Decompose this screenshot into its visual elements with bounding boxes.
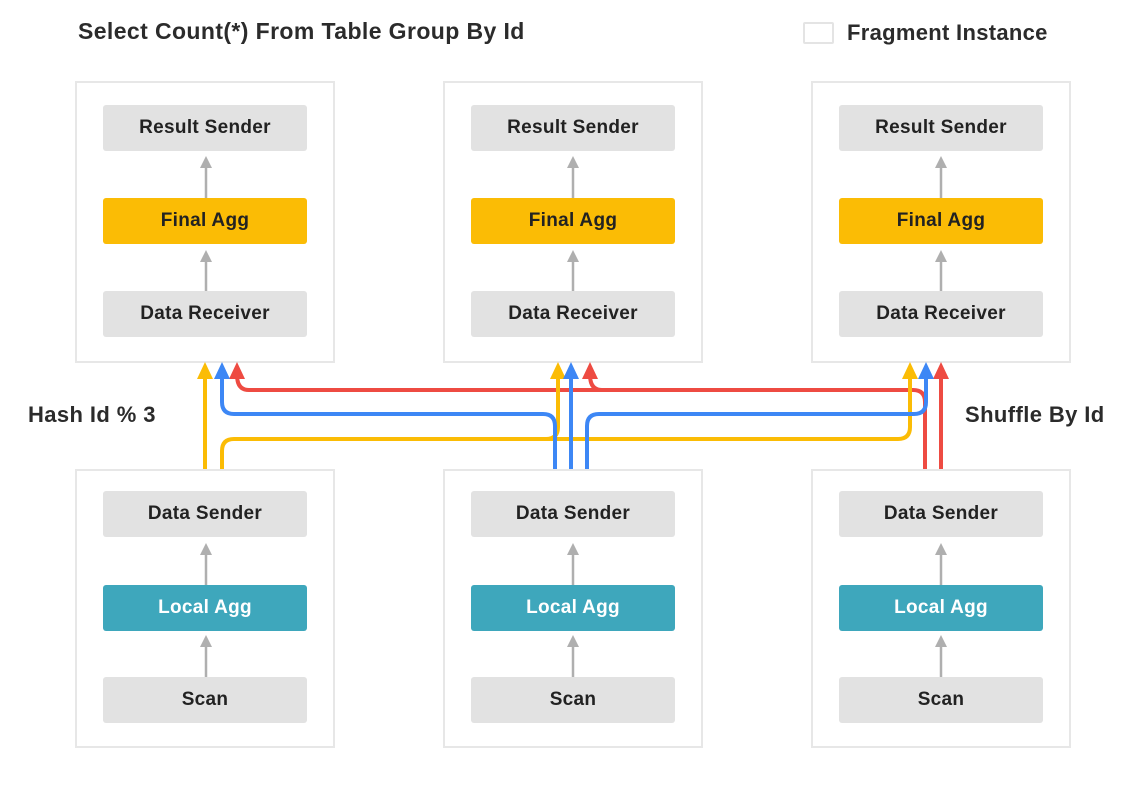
fragment-instance-top-1: Result Sender Final Agg Data Receiver [75, 81, 335, 363]
legend-label: Fragment Instance [847, 20, 1048, 45]
node-result-sender: Result Sender [103, 105, 307, 151]
fragment-instance-top-3: Result Sender Final Agg Data Receiver [811, 81, 1071, 363]
node-data-sender: Data Sender [839, 491, 1043, 537]
fragment-instance-bottom-3: Data Sender Local Agg Scan [811, 469, 1071, 748]
legend: Fragment Instance [803, 20, 1048, 46]
node-data-sender: Data Sender [103, 491, 307, 537]
node-scan: Scan [839, 677, 1043, 723]
fragment-instance-bottom-1: Data Sender Local Agg Scan [75, 469, 335, 748]
node-data-sender: Data Sender [471, 491, 675, 537]
shuffle-label: Shuffle By Id [965, 402, 1105, 427]
fragment-instance-top-2: Result Sender Final Agg Data Receiver [443, 81, 703, 363]
diagram-title: Select Count(*) From Table Group By Id [78, 18, 525, 44]
shuffle-line-red [235, 374, 943, 469]
node-final-agg: Final Agg [839, 198, 1043, 244]
hash-label: Hash Id % 3 [28, 402, 156, 427]
node-result-sender: Result Sender [471, 105, 675, 151]
red-arrowhead-icon [229, 362, 949, 379]
node-local-agg: Local Agg [471, 585, 675, 631]
node-data-receiver: Data Receiver [103, 291, 307, 337]
fragment-instance-swatch-icon [803, 22, 834, 44]
node-local-agg: Local Agg [103, 585, 307, 631]
node-scan: Scan [471, 677, 675, 723]
yellow-arrowhead-icon [197, 362, 918, 379]
node-result-sender: Result Sender [839, 105, 1043, 151]
node-local-agg: Local Agg [839, 585, 1043, 631]
fragment-instance-bottom-2: Data Sender Local Agg Scan [443, 469, 703, 748]
node-data-receiver: Data Receiver [839, 291, 1043, 337]
node-final-agg: Final Agg [471, 198, 675, 244]
node-final-agg: Final Agg [103, 198, 307, 244]
shuffle-line-yellow [203, 375, 912, 469]
node-data-receiver: Data Receiver [471, 291, 675, 337]
blue-arrowhead-icon [214, 362, 934, 379]
shuffle-line-blue [220, 375, 928, 469]
node-scan: Scan [103, 677, 307, 723]
